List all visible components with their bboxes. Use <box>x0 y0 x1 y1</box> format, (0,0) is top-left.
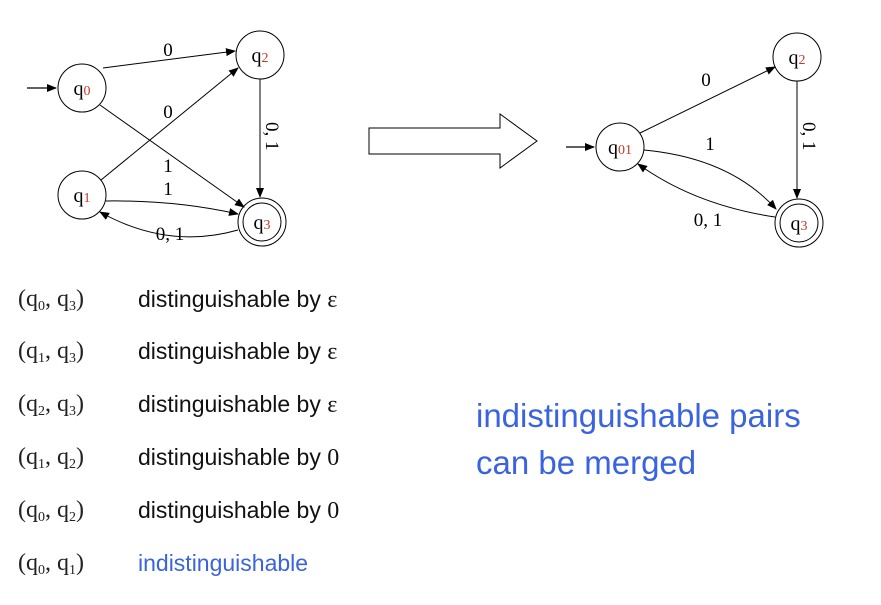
edge-label-q01-q3: 1 <box>705 134 715 155</box>
state-q2: q2 <box>235 30 285 80</box>
edge-label-q2-q3-right: 0, 1 <box>798 122 819 151</box>
state-q01: q01 <box>595 122 645 172</box>
pair-row: (q0, q1) indistinguishable <box>18 550 438 590</box>
state-pair: (q0, q2) <box>18 497 84 525</box>
edge-q1-q2 <box>100 67 239 181</box>
pair-row: (q0, q2) distinguishable by 0 <box>18 497 438 537</box>
pair-row: (q2, q3) distinguishable by ε <box>18 391 438 431</box>
pair-row: (q0, q3) distinguishable by ε <box>18 286 438 326</box>
right-dfa: q01 q2 q3 0 1 0, 1 0, 1 <box>566 32 824 248</box>
pair-description: distinguishable by ε <box>138 391 338 418</box>
automaton-diagram: q0 q2 q1 q3 0 0 1 1 0, 1 0, 1 <box>27 30 824 248</box>
state-pair: (q0, q1) <box>18 550 84 578</box>
svg-text:q3: q3 <box>791 213 808 235</box>
state-q1: q1 <box>57 170 107 220</box>
pair-description: distinguishable by ε <box>138 286 338 313</box>
transform-arrow <box>368 113 538 169</box>
edge-q3-q01 <box>637 163 776 218</box>
edge-q0-q2 <box>102 48 236 69</box>
edge-q1-q3 <box>105 200 239 216</box>
pair-row: (q1, q3) distinguishable by ε <box>18 338 438 378</box>
state-pair: (q2, q3) <box>18 391 84 419</box>
edge-q0-q3 <box>99 104 245 208</box>
state-pair: (q1, q2) <box>18 444 84 472</box>
edge-label-q1-q2: 0 <box>163 102 173 123</box>
pair-row: (q1, q2) distinguishable by 0 <box>18 444 438 484</box>
state-q2-right: q2 <box>772 32 822 82</box>
pair-description-highlight: indistinguishable <box>138 550 309 576</box>
pair-description: distinguishable by 0 <box>138 444 340 471</box>
svg-text:q01: q01 <box>608 137 632 159</box>
edge-q3-q1 <box>99 211 239 238</box>
state-q3-right-accepting: q3 <box>774 198 824 248</box>
pair-description: distinguishable by 0 <box>138 497 340 524</box>
edge-label-q0-q2: 0 <box>163 40 173 61</box>
edge-label-q2-q3: 0, 1 <box>261 122 282 151</box>
svg-text:q2: q2 <box>252 45 269 67</box>
edge-label-q3-q01: 0, 1 <box>694 210 723 231</box>
state-pair: (q0, q3) <box>18 286 84 314</box>
merge-note-line2: can be merged <box>476 444 697 481</box>
edge-label-q1-q3: 1 <box>163 179 173 200</box>
merge-note: indistinguishable pairs can be merged <box>476 392 801 486</box>
svg-text:q2: q2 <box>789 47 806 69</box>
svg-text:q1: q1 <box>74 185 91 207</box>
edge-q01-q3 <box>643 149 777 210</box>
state-q0: q0 <box>57 63 107 113</box>
left-dfa: q0 q2 q1 q3 0 0 1 1 0, 1 0, 1 <box>27 30 287 247</box>
svg-text:q0: q0 <box>74 78 91 100</box>
edge-q01-q2 <box>639 66 776 134</box>
edge-label-q0-q3: 1 <box>163 156 173 177</box>
state-pair: (q1, q3) <box>18 338 84 366</box>
merge-note-line1: indistinguishable pairs <box>476 397 801 434</box>
edge-label-q3-q1: 0, 1 <box>156 224 185 245</box>
edge-label-q01-q2: 0 <box>701 70 711 91</box>
svg-text:q3: q3 <box>254 212 271 234</box>
pair-description: distinguishable by ε <box>138 338 338 365</box>
state-q3-accepting: q3 <box>237 197 287 247</box>
